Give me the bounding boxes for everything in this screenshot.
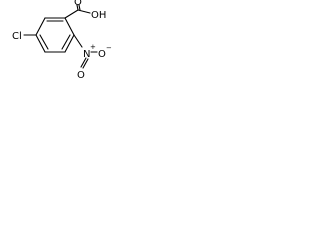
ring-bond bbox=[64, 17, 75, 36]
carbonyl-bond bbox=[78, 4, 81, 11]
hydroxyl-label: OH bbox=[91, 10, 106, 21]
nitro-oxygen-bond bbox=[80, 57, 87, 68]
carbonyl-oxygen-label: O bbox=[74, 0, 82, 8]
ring-inner-bond bbox=[61, 34, 71, 50]
benzene-ring bbox=[35, 17, 75, 53]
hydroxyl-bond bbox=[77, 9, 91, 14]
ring-inner-bond bbox=[39, 34, 49, 50]
nitro-oxygen-double-label: O bbox=[77, 70, 85, 81]
nitro-bond bbox=[73, 34, 83, 48]
chlorine-label: Cl bbox=[12, 31, 22, 42]
nitro-oxygen-single-label: O bbox=[98, 49, 106, 60]
ring-bond bbox=[35, 17, 46, 36]
ring-bond bbox=[35, 34, 46, 53]
carboxyl-bond bbox=[64, 9, 79, 19]
oxygen-charge: − bbox=[106, 44, 112, 52]
ring-bond bbox=[64, 34, 75, 53]
nitrogen-label: N bbox=[83, 49, 90, 60]
nitrogen-charge: + bbox=[90, 43, 96, 51]
chemical-structure: Cl O OH N + O O − bbox=[12, 0, 112, 81]
carbonyl-bond bbox=[76, 4, 79, 11]
nitro-oxygen-bond bbox=[82, 58, 89, 69]
